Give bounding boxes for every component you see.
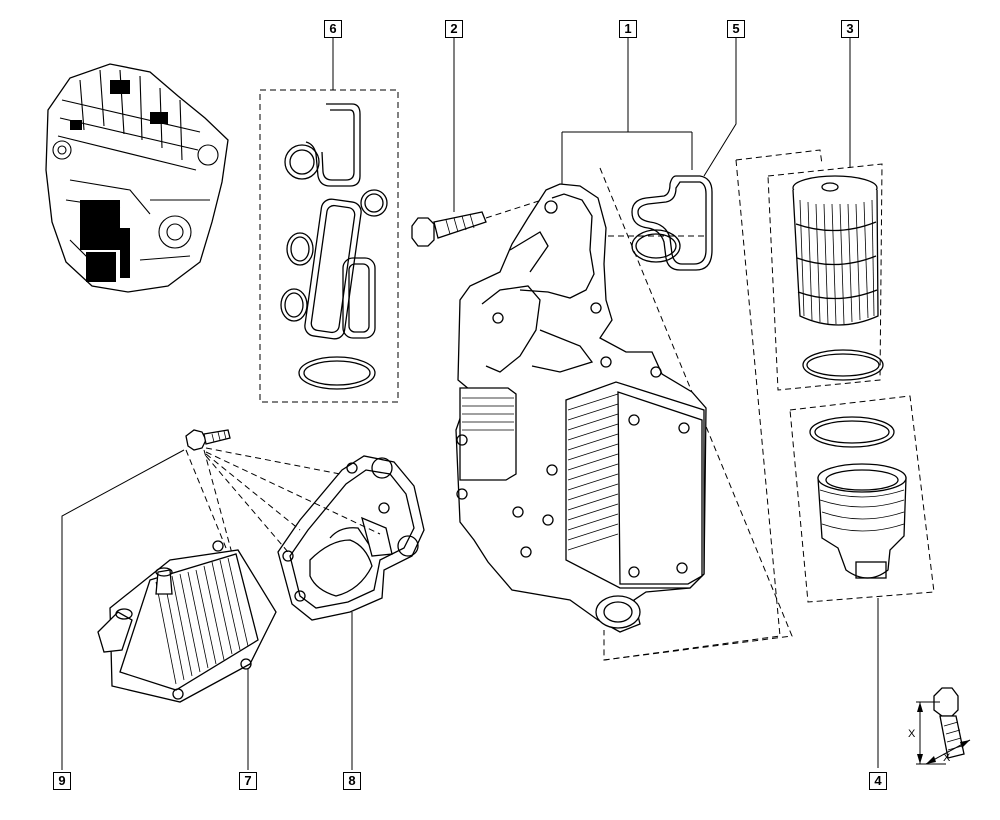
engine-thumbnail: [45, 63, 229, 293]
bolt-9: [61, 429, 381, 770]
filter-cap-4: [789, 395, 935, 768]
gasket-plate-8: [277, 455, 425, 770]
bolt-dimension-detail: [916, 687, 971, 765]
callout-4[interactable]: 4: [869, 772, 887, 790]
callout-7[interactable]: 7: [239, 772, 257, 790]
oil-cooler-7: [97, 449, 277, 770]
seal-kit-6: [259, 38, 399, 403]
callout-2[interactable]: 2: [445, 20, 463, 38]
oil-filter-housing-1: [455, 38, 793, 661]
gasket-5: [608, 38, 737, 271]
callout-3[interactable]: 3: [841, 20, 859, 38]
callout-6[interactable]: 6: [324, 20, 342, 38]
callout-5[interactable]: 5: [727, 20, 745, 38]
bolt-2: [411, 38, 549, 247]
callout-1[interactable]: 1: [619, 20, 637, 38]
callout-9[interactable]: 9: [53, 772, 71, 790]
dimension-x-vertical: X: [908, 728, 916, 740]
callout-8[interactable]: 8: [343, 772, 361, 790]
oil-filter-element-3: [603, 38, 884, 661]
dimension-x-diagonal: X: [943, 752, 951, 764]
